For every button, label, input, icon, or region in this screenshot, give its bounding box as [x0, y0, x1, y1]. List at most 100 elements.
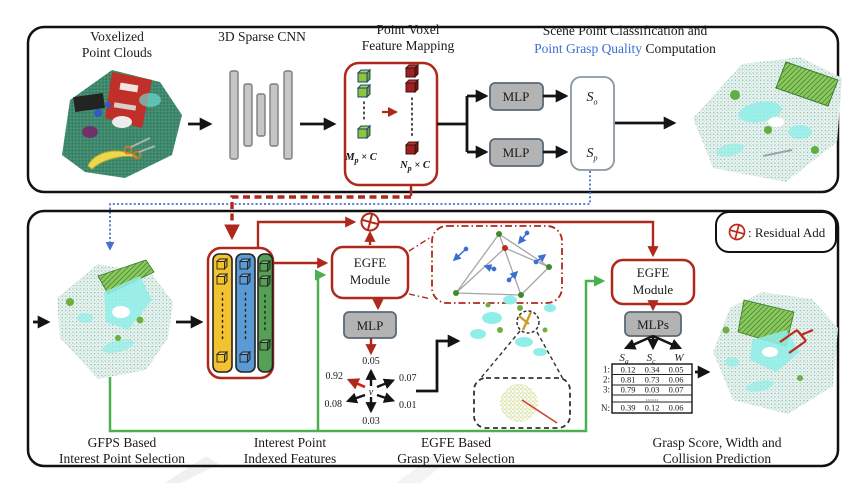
view-score-bottom: 0.03 [362, 416, 380, 427]
view-score-lower-left: 0.08 [325, 399, 343, 410]
edge-vector-arrows [452, 230, 547, 283]
classified-scene-cloud-image [693, 57, 842, 182]
predicted-grasp-icon [779, 328, 814, 354]
interest-point-cloud-image [57, 259, 173, 379]
egfe1-box [330, 245, 410, 300]
table-cell: 0.05 [669, 365, 684, 375]
sparse-cnn-layers [229, 70, 293, 160]
table-row: 0.12 0.34 0.05 [621, 365, 684, 375]
bottom-panel-border [26, 209, 840, 468]
green-voxel-icon [357, 125, 371, 139]
table-cell: 0.06 [669, 403, 684, 413]
table-cell: 0.07 [669, 385, 684, 395]
mp-c-label: Mp × C [344, 152, 378, 165]
egfe1-label-line1: EGFE [354, 255, 387, 270]
table-header-sg: Sg [619, 352, 629, 366]
green-voxel-icon [357, 69, 371, 83]
residual-add-node [360, 212, 380, 232]
table-ellipsis: ...... [646, 393, 659, 403]
caption-interest-selection: Interest Point Selection [59, 451, 185, 466]
view-sphere-image [500, 384, 538, 422]
table-cell: 0.34 [645, 365, 661, 375]
voxelized-label-line2: Point Clouds [82, 45, 152, 60]
sp-feedback-dotted-line [105, 171, 591, 251]
table-row: 0.81 0.73 0.06 [621, 375, 684, 385]
view-score-lower-right: 0.01 [399, 400, 417, 411]
caption-collision: Collision Prediction [663, 451, 772, 466]
caption-interest-point: Interest Point [254, 435, 327, 450]
view-score-star: 0.05 0.92 0.07 0.08 0.01 0.03 v [325, 356, 417, 427]
green-voxel-icon [357, 84, 371, 98]
table-cell: 0.79 [621, 385, 636, 395]
mlps-label: MLPs [637, 317, 669, 332]
caption-egfe-based: EGFE Based [421, 435, 491, 450]
selected-grasp-icon [518, 311, 533, 331]
egfe2-label-line2: Module [633, 282, 674, 297]
table-row-label: 1: [603, 365, 610, 375]
scene-label-line1: Scene Point Classification and [543, 23, 708, 38]
view-score-top: 0.05 [362, 356, 380, 367]
scene-label-line2: Point Grasp Quality Computation [534, 41, 716, 56]
egfe2-label-line1: EGFE [637, 265, 670, 280]
mlps-output-arrows [623, 334, 683, 351]
mlp-top-label: MLP [503, 89, 530, 104]
caption-gfps: GFPS Based [88, 435, 157, 450]
grasp-prediction-table: Sg Sc W 1: 2: 3: N: 0.12 0.34 0.05 0.81 … [601, 352, 693, 414]
fork-lines [437, 89, 489, 159]
voxelized-point-cloud-image [62, 70, 182, 178]
view-center-v: v [369, 387, 374, 398]
gfps-branch-line [314, 269, 327, 431]
np-c-label: Np × C [399, 160, 431, 173]
table-header-w: W [674, 352, 684, 364]
red-voxel-icon [405, 64, 419, 78]
watermark-marks [165, 456, 446, 483]
selected-view-ray [521, 399, 558, 424]
red-voxel-icon [405, 141, 419, 155]
computation-text: Computation [642, 41, 716, 56]
table-cell: 0.06 [669, 375, 684, 385]
edge-graph-callout [431, 225, 563, 304]
view-mlp-label: MLP [357, 318, 384, 333]
pvfm-label-line1: Point Voxel [377, 22, 440, 37]
feature-dashed-line [224, 195, 411, 241]
residual-input-line [256, 216, 357, 247]
table-row-label: 3: [603, 385, 610, 395]
residual-add-legend: : Residual Add [715, 211, 837, 253]
table-row: 0.39 0.12 0.06 [621, 403, 684, 413]
score-output-box [570, 76, 615, 171]
final-grasp-cloud-image [713, 292, 838, 414]
view-selection-cloud-image [470, 295, 571, 429]
residual-forward-line [379, 220, 659, 258]
caption-grasp-view: Grasp View Selection [397, 451, 515, 466]
table-row-label: N: [601, 403, 610, 413]
gfps-feature-line [108, 275, 606, 433]
table-cell: 0.39 [621, 403, 636, 413]
table-cell: 0.73 [645, 375, 660, 385]
caption-indexed-features: Indexed Features [244, 451, 337, 466]
indexed-features-box [206, 246, 275, 380]
circle-plus-icon [728, 223, 746, 241]
table-cell: 0.12 [645, 403, 660, 413]
pvfm-label-line2: Feature Mapping [362, 38, 455, 53]
pvfm-box: Mp × C Np × C [343, 61, 439, 187]
table-row-highlighted: 0.79 0.03 0.07 [621, 385, 684, 395]
caption-grasp-score: Grasp Score, Width and [653, 435, 782, 450]
table-cell: 0.81 [621, 375, 636, 385]
s-o-label: So [587, 90, 598, 107]
view-score-upper-right: 0.07 [399, 373, 417, 384]
egfe-callout-lines [408, 236, 432, 300]
sparse-cnn-label: 3D Sparse CNN [218, 29, 306, 44]
point-grasp-quality-text: Point Grasp Quality [534, 41, 642, 56]
table-row-label: 2: [603, 375, 610, 385]
red-voxel-icon [405, 79, 419, 93]
mlp-bottom-label: MLP [503, 145, 530, 160]
arrow-views-to-cloud [416, 334, 461, 393]
voxelized-label-line1: Voxelized [90, 29, 144, 44]
table-cell: 0.12 [621, 365, 636, 375]
residual-add-label: : Residual Add [748, 225, 826, 240]
egfe1-label-line2: Module [350, 272, 391, 287]
table-header-sc: Sc [647, 352, 657, 366]
view-score-upper-left: 0.92 [326, 371, 344, 382]
